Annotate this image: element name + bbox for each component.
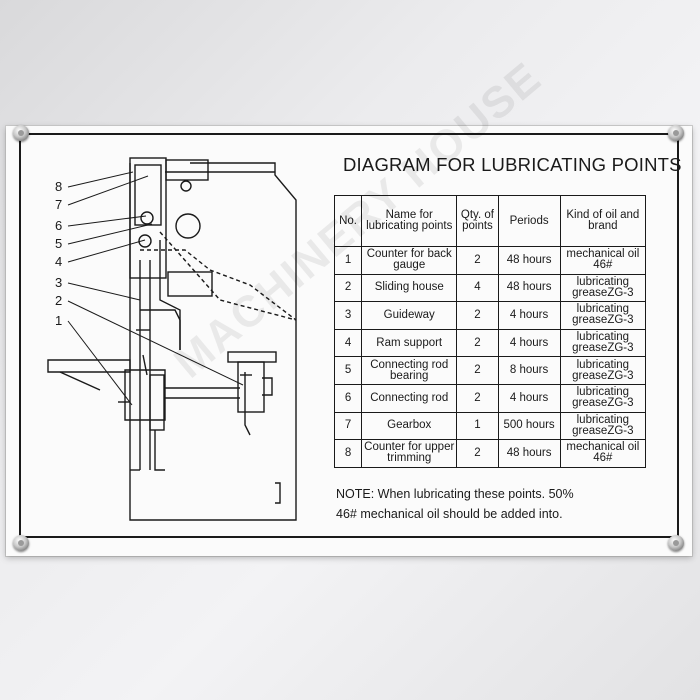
cell-name: Guideway: [361, 301, 458, 330]
callout-number: 3: [55, 275, 62, 290]
callout-number: 8: [55, 179, 62, 194]
top-right-bolt-icon: [668, 125, 684, 141]
bottom-left-bolt-icon: [13, 535, 29, 551]
cell-no: 6: [333, 383, 363, 413]
callout-numbers: 8 7 6 5 4 3 2 1: [55, 179, 62, 328]
cell-qty: 1: [456, 411, 499, 441]
table-row: 6 Connecting rod 2 4 hours lubricating g…: [333, 383, 647, 413]
cell-qty: 2: [456, 301, 499, 330]
cell-period: 4 hours: [497, 328, 561, 358]
callout-number: 5: [55, 236, 62, 251]
note-text: NOTE: When lubricating these points. 50%…: [336, 484, 636, 524]
cell-name: Counter for back gauge: [361, 246, 458, 275]
cell-qty: 2: [456, 356, 499, 385]
cell-name: Gearbox: [361, 411, 458, 441]
header-qty: Qty. of points: [456, 195, 499, 247]
cell-kind: lubricating greaseZG-3: [559, 328, 647, 358]
cell-no: 3: [333, 301, 363, 330]
header-name: Name for lubricating points: [361, 195, 458, 247]
cell-name: Connecting rod: [361, 383, 458, 413]
table-row: 8 Counter for upper trimming 2 48 hours …: [333, 439, 647, 468]
cell-kind: mechanical oil 46#: [559, 246, 647, 275]
cell-period: 48 hours: [497, 246, 561, 275]
note-line-2: 46# mechanical oil should be added into.: [336, 507, 563, 521]
header-kind: Kind of oil and brand: [559, 195, 647, 247]
cell-kind: lubricating greaseZG-3: [559, 411, 647, 441]
callout-leader-lines: [67, 171, 244, 406]
cell-kind: lubricating greaseZG-3: [559, 301, 647, 330]
cell-no: 1: [333, 246, 363, 275]
callout-number: 6: [55, 218, 62, 233]
cell-qty: 2: [456, 383, 499, 413]
cell-no: 4: [333, 328, 363, 358]
cell-no: 2: [333, 273, 363, 303]
cell-no: 8: [333, 439, 363, 468]
lubrication-table: No. Name for lubricating points Qty. of …: [333, 195, 647, 468]
table-row: 2 Sliding house 4 48 hours lubricating g…: [333, 273, 647, 303]
cell-period: 4 hours: [497, 301, 561, 330]
cell-no: 5: [333, 356, 363, 385]
table-row: 7 Gearbox 1 500 hours lubricating grease…: [333, 411, 647, 441]
callout-number: 1: [55, 313, 62, 328]
table-row: 1 Counter for back gauge 2 48 hours mech…: [333, 246, 647, 275]
cell-name: Ram support: [361, 328, 458, 358]
cell-name: Connecting rod bearing: [361, 356, 458, 385]
cell-qty: 4: [456, 273, 499, 303]
cell-period: 48 hours: [497, 439, 561, 468]
top-left-bolt-icon: [13, 125, 29, 141]
note-line-1: NOTE: When lubricating these points. 50%: [336, 487, 574, 501]
cell-name: Counter for upper trimming: [361, 439, 458, 468]
cell-name: Sliding house: [361, 273, 458, 303]
table-row: 3 Guideway 2 4 hours lubricating greaseZ…: [333, 301, 647, 330]
cell-kind: mechanical oil 46#: [559, 439, 647, 468]
page-title: DIAGRAM FOR LUBRICATING POINTS: [343, 154, 682, 175]
header-periods: Periods: [497, 195, 561, 247]
table-row: 4 Ram support 2 4 hours lubricating grea…: [333, 328, 647, 358]
callout-number: 2: [55, 293, 62, 308]
cell-period: 500 hours: [497, 411, 561, 441]
cell-qty: 2: [456, 439, 499, 468]
cell-period: 4 hours: [497, 383, 561, 413]
machine-outline: [47, 157, 297, 521]
cell-period: 48 hours: [497, 273, 561, 303]
callout-number: 4: [55, 254, 62, 269]
header-no: No.: [333, 195, 363, 247]
table-header-row: No. Name for lubricating points Qty. of …: [333, 195, 647, 247]
cell-kind: lubricating greaseZG-3: [559, 273, 647, 303]
bottom-right-bolt-icon: [668, 535, 684, 551]
table-row: 5 Connecting rod bearing 2 8 hours lubri…: [333, 356, 647, 385]
cell-qty: 2: [456, 246, 499, 275]
plate-border: [19, 133, 679, 538]
cell-kind: lubricating greaseZG-3: [559, 356, 647, 385]
cell-no: 7: [333, 411, 363, 441]
cell-kind: lubricating greaseZG-3: [559, 383, 647, 413]
cell-qty: 2: [456, 328, 499, 358]
cell-period: 8 hours: [497, 356, 561, 385]
callout-number: 7: [55, 197, 62, 212]
